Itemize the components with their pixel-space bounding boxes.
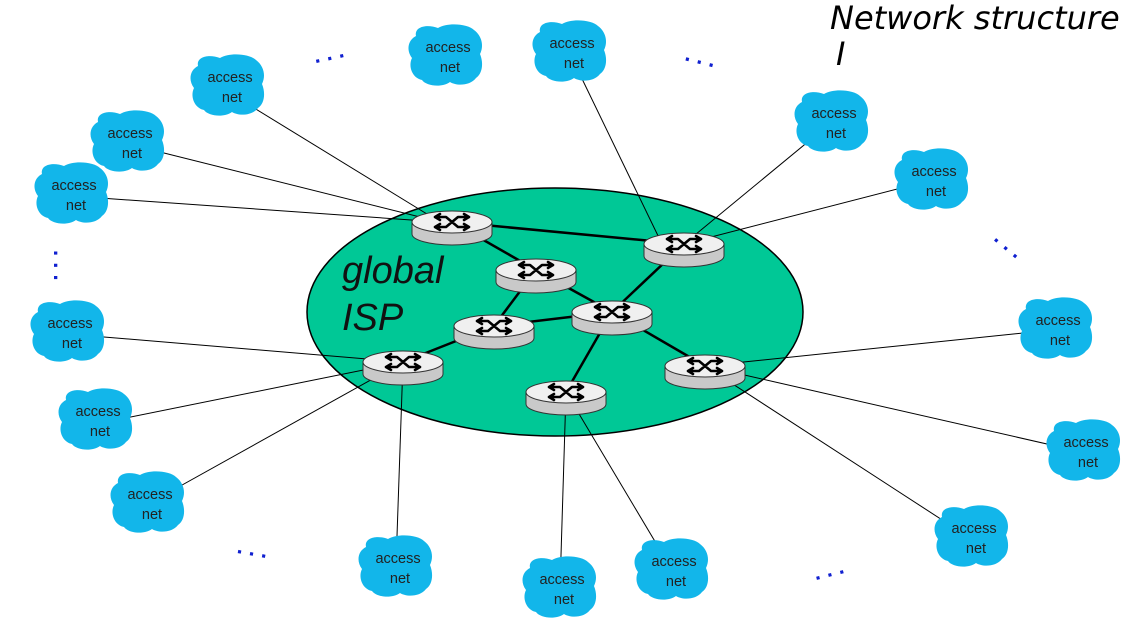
access-net-top-center-2: access net (532, 20, 607, 82)
access-net-bottom-center-1: access net (522, 556, 597, 618)
access-net-label-line1: access (1063, 435, 1108, 451)
access-net-label-line1: access (207, 70, 252, 86)
router-icon (517, 260, 555, 280)
access-net-label-line1: access (911, 164, 956, 180)
access-net-label-line2: net (1050, 333, 1070, 349)
global-isp-label-line2: ISP (342, 297, 404, 339)
access-net-top-left-2: access net (90, 110, 165, 172)
router-r-center-left (453, 314, 535, 350)
link-bottom-center-1 (395, 361, 404, 566)
router-r-bottom (525, 380, 607, 416)
router-r-left (362, 350, 444, 386)
access-net-label-line1: access (811, 106, 856, 122)
access-net-label-line1: access (107, 126, 152, 142)
access-net-bottom-center-2: access net (634, 538, 709, 600)
access-net-label-line2: net (390, 571, 410, 587)
access-net-label-line2: net (142, 507, 162, 523)
link-right-2 (704, 365, 1083, 453)
diagram-title-line2: I (836, 35, 846, 73)
access-net-label-line1: access (425, 40, 470, 56)
link-top-center-2 (569, 53, 663, 245)
router-r-right (664, 354, 746, 390)
access-net-label-line2: net (554, 592, 574, 608)
access-links (67, 53, 1083, 589)
ellipsis-right: . . . (990, 224, 1029, 263)
access-net-label-line2: net (666, 574, 686, 590)
router-r-top-right (643, 232, 725, 268)
link-top-right-2 (683, 179, 933, 245)
access-net-label-line1: access (651, 554, 696, 570)
access-net-left-4: access net (110, 471, 185, 533)
access-net-label-line2: net (440, 60, 460, 76)
access-net-label-line1: access (549, 36, 594, 52)
link-left-3 (67, 333, 404, 363)
ellipsis-top-left: . . . (311, 37, 346, 68)
link-top-left-1 (227, 91, 441, 223)
access-net-right-2: access net (934, 505, 1009, 567)
access-net-bottom-center-3: access net (1018, 297, 1093, 359)
router-r-top-left (411, 210, 493, 246)
router-icon (475, 316, 513, 336)
link-left-1 (127, 143, 441, 223)
link-left-4 (95, 361, 404, 425)
access-net-label-line2: net (564, 56, 584, 72)
access-net-label-line1: access (47, 316, 92, 332)
link-bottom-left-1 (147, 361, 404, 505)
access-net-label-line1: access (75, 404, 120, 420)
ellipsis-left: . . . (49, 250, 74, 281)
access-net-label-line2: net (1078, 455, 1098, 471)
access-net-label-line2: net (966, 541, 986, 557)
access-nets: accessnetaccessnetaccessnetaccessnetacce… (30, 20, 1121, 618)
link-bottom-right-1 (704, 365, 971, 539)
router-icon (686, 356, 724, 376)
access-net-label-line2: net (222, 90, 242, 106)
access-net-top-right-1: access net (794, 90, 869, 152)
link-right-1 (704, 329, 1053, 367)
ellipsis-top-right: . . . (683, 41, 719, 73)
router-icon (547, 382, 585, 402)
access-net-label-line1: access (127, 487, 172, 503)
diagram-title-line1: Network structure (830, 0, 1120, 37)
access-net-label-line1: access (51, 178, 96, 194)
router-icon (384, 352, 422, 372)
access-net-label-line1: access (951, 521, 996, 537)
access-net-left-1: access net (34, 162, 109, 224)
access-net-label-line1: access (375, 551, 420, 567)
access-net-left-3: access net (58, 388, 133, 450)
router-icon (665, 234, 703, 254)
access-net-label-line2: net (826, 126, 846, 142)
router-icon (433, 212, 471, 232)
routers (362, 210, 746, 416)
access-net-top-center-1: access net (408, 24, 483, 86)
access-net-right-1: access net (1046, 419, 1121, 481)
access-net-label-line1: access (539, 572, 584, 588)
access-net-left-2: access net (30, 300, 105, 362)
access-net-label-line2: net (62, 336, 82, 352)
access-net-label-line2: net (122, 146, 142, 162)
router-r-center-top (495, 258, 577, 294)
global-isp-label-line1: global (342, 250, 445, 292)
ellipsis-bottom-left: . . . (235, 533, 269, 563)
link-bottom-center-2 (559, 391, 567, 589)
access-net-top-left-1: access net (190, 54, 265, 116)
access-net-top-right-2: access net (894, 148, 969, 210)
access-net-label-line2: net (90, 424, 110, 440)
link-left-2 (71, 195, 441, 223)
diagram-title: Network structure I (830, 0, 1120, 72)
router-r-center (571, 300, 653, 336)
ellipsis-bottom-right: . . . (811, 553, 847, 585)
access-net-label-line2: net (66, 198, 86, 214)
access-net-label-line2: net (926, 184, 946, 200)
access-net-bottom-left-1: access net (358, 535, 433, 597)
router-icon (593, 302, 631, 322)
access-net-label-line1: access (1035, 313, 1080, 329)
